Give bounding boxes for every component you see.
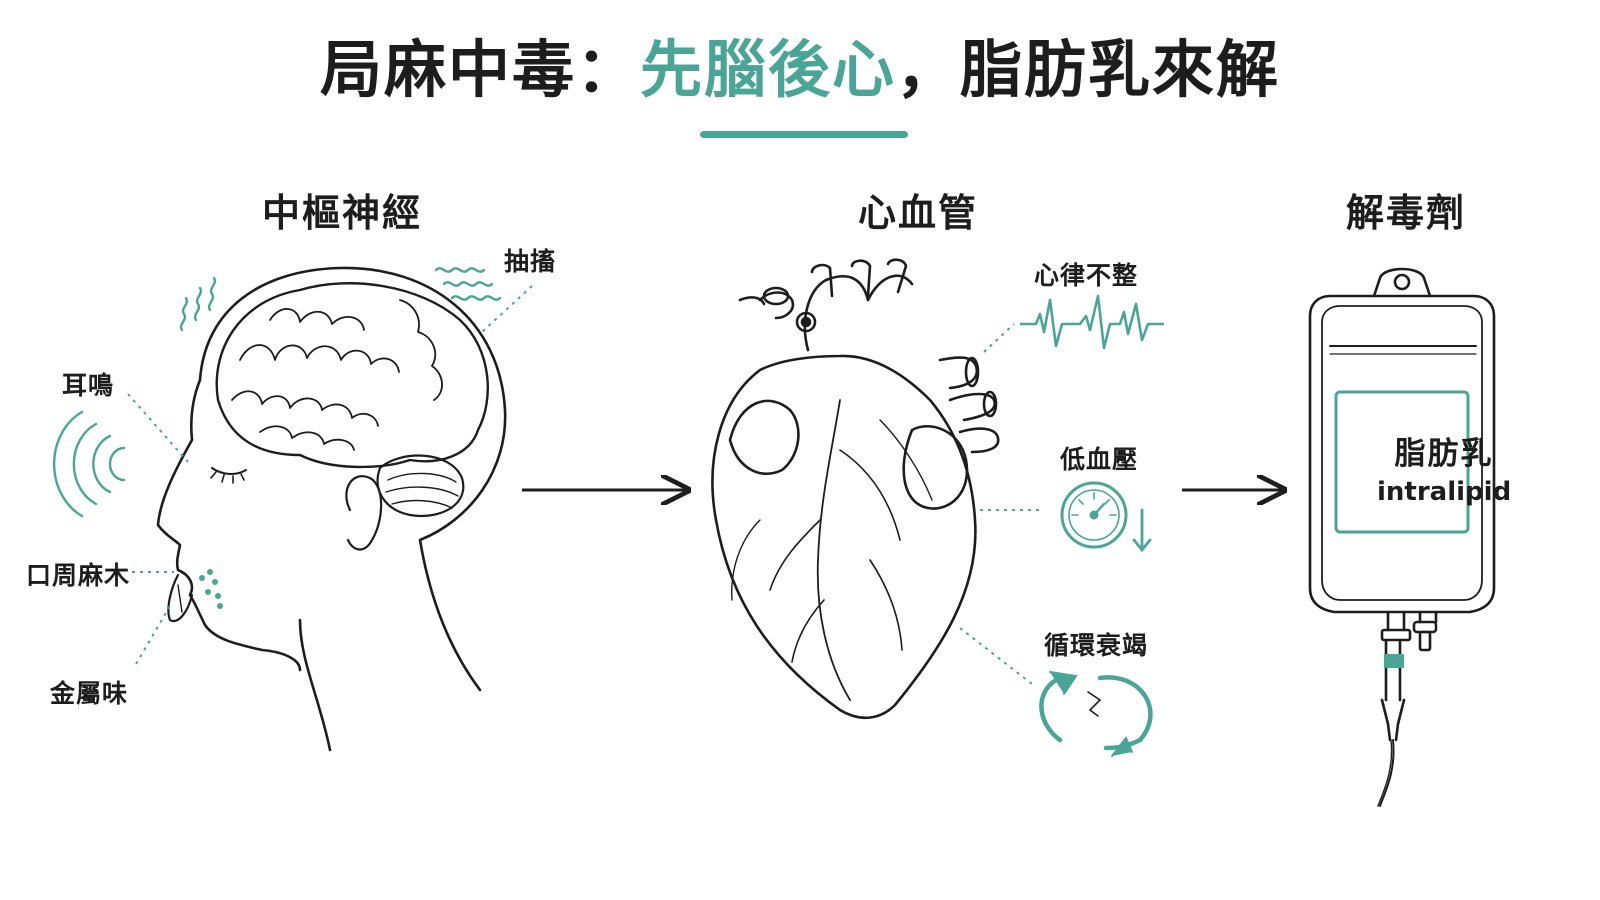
label-hypotension: 低血壓 <box>1060 440 1138 476</box>
iv-bag-illustration <box>1310 269 1494 806</box>
label-circulatory-collapse: 循環衰竭 <box>1044 626 1148 662</box>
label-arrhythmia: 心律不整 <box>1034 256 1138 292</box>
collapse-cycle-icon <box>1041 672 1150 756</box>
antidote-name-zh: 脂肪乳 <box>1377 434 1511 474</box>
label-perioral-numbness: 口周麻木 <box>26 556 130 592</box>
ecg-trace <box>1020 296 1164 348</box>
gauge-icon <box>1062 483 1150 550</box>
antidote-name-en: intralipid <box>1377 474 1511 510</box>
iv-connector-band <box>1384 654 1404 668</box>
heart-illustration <box>713 260 999 718</box>
label-seizure: 抽搐 <box>504 242 556 278</box>
iv-bag-text: 脂肪乳 intralipid <box>1377 434 1511 510</box>
head-illustration <box>158 268 505 750</box>
label-metallic-taste: 金屬味 <box>50 674 128 710</box>
label-tinnitus: 耳鳴 <box>62 366 114 402</box>
